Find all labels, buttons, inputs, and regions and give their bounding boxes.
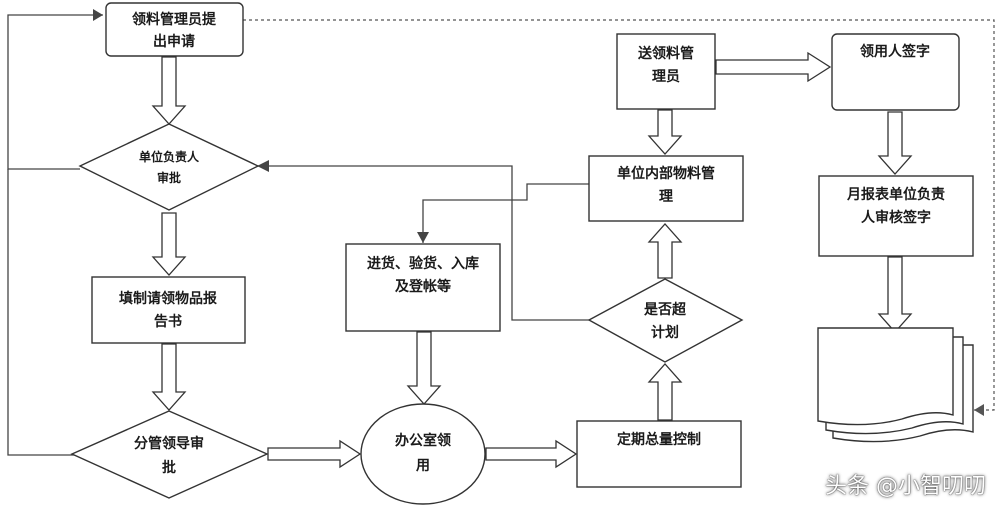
connector-left-loop-lower <box>7 169 80 456</box>
node-unit-head-line2: 审批 <box>157 170 181 185</box>
arrowhead-to-purchase <box>417 232 429 243</box>
arrowhead-records <box>974 404 984 416</box>
node-fill-report-line1: 填制请领物品报 <box>119 290 217 307</box>
node-apply-line1: 领料管理员提 <box>132 11 217 28</box>
arrow-unithead-to-report <box>151 212 187 276</box>
node-delivery-admin-line1: 送领料管 <box>637 45 694 62</box>
node-over-plan <box>587 278 744 363</box>
node-internal-mgmt-line2: 理 <box>659 189 673 205</box>
node-fill-report <box>91 276 246 344</box>
document-stack-icon <box>817 327 974 443</box>
connector-overplan-to-unithead <box>257 165 590 321</box>
arrow-office-to-control <box>485 439 578 469</box>
node-office-receive-line2: 用 <box>416 458 430 474</box>
node-over-plan-line2: 计划 <box>651 324 679 341</box>
node-over-plan-line1: 是否超 <box>644 301 687 318</box>
node-office-receive <box>360 403 486 505</box>
arrow-monthly-to-records <box>877 256 913 333</box>
node-unit-head-line1: 单位负责人 <box>139 149 200 164</box>
arrow-delivery-to-recipient <box>715 51 832 83</box>
arrow-report-to-leader <box>151 343 187 411</box>
node-recipient-sign-line1: 领用人签字 <box>860 43 930 60</box>
node-delivery-admin <box>616 33 716 110</box>
arrow-purchase-to-office <box>406 331 442 405</box>
node-purchase <box>345 243 501 332</box>
node-monthly-report-line2: 人审核签字 <box>861 209 931 226</box>
arrow-recipient-to-monthly <box>877 111 913 175</box>
arrow-leader-to-office <box>267 439 362 469</box>
node-branch-leader-line2: 批 <box>162 459 176 476</box>
connector-left-loop <box>7 14 103 170</box>
arrow-apply-to-unithead <box>151 56 187 125</box>
node-fill-report-line2: 告书 <box>154 313 182 330</box>
node-purchase-line2: 及登帐等 <box>395 278 451 295</box>
arrowhead-to-unithead <box>257 160 269 172</box>
node-unit-head <box>78 123 260 211</box>
node-purchase-line1: 进货、验货、入库 <box>367 255 479 272</box>
node-apply <box>105 2 244 57</box>
node-branch-leader-line1: 分管领导审 <box>134 435 204 452</box>
node-monthly-report-line1: 月报表单位负责 <box>846 186 945 203</box>
arrow-overplan-to-internal <box>647 223 683 279</box>
fat-arrows <box>151 51 913 469</box>
node-internal-mgmt-line1: 单位内部物料管 <box>617 165 715 182</box>
arrowhead-left-loop <box>93 9 103 21</box>
arrow-control-to-overplan <box>647 363 683 421</box>
node-period-control-line1: 定期总量控制 <box>617 431 701 448</box>
node-branch-leader <box>70 410 269 499</box>
node-delivery-admin-line2: 理员 <box>652 69 680 85</box>
node-recipient-sign <box>831 33 960 111</box>
connector-internal-to-purchase <box>422 183 590 243</box>
node-monthly-report <box>818 175 974 257</box>
node-internal-mgmt <box>588 155 744 222</box>
node-period-control <box>576 420 742 488</box>
arrow-delivery-to-internal <box>647 109 683 155</box>
node-office-receive-line1: 办公室领 <box>395 432 451 449</box>
watermark: 头条 @小智叨叨 <box>825 474 986 499</box>
node-apply-line2: 出申请 <box>153 33 195 50</box>
